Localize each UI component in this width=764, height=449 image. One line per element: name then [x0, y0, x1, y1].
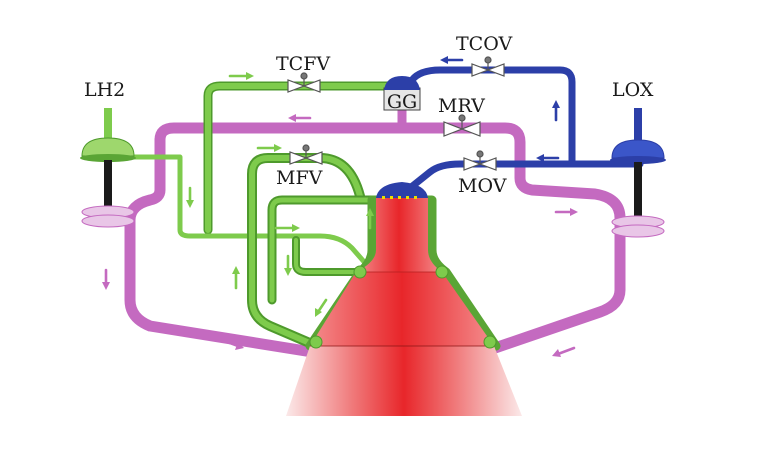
arrow-cool-right-bottom	[552, 346, 576, 357]
fuel-mfv-loop-inner	[249, 155, 363, 347]
lh2-pump-bottom	[81, 214, 135, 228]
component-labels: LH2 LOX TCFV TCOV MRV MFV MOV	[84, 33, 654, 197]
mov-label: MOV	[458, 175, 507, 197]
tcov-valve	[471, 56, 505, 77]
thrust-chamber	[286, 182, 522, 416]
lh2-tank-support	[104, 160, 112, 208]
fuel-lower-branch-inner	[294, 238, 360, 274]
coolant-left-loop	[124, 134, 318, 358]
arrow-cool-left-down	[102, 268, 110, 290]
oxidizer-main-line	[406, 160, 644, 192]
mfv-valve	[289, 144, 323, 165]
tcfv-valve	[287, 72, 321, 93]
mfv-label: MFV	[276, 167, 323, 189]
lh2-tank-stem	[104, 108, 112, 138]
arrow-fuel-diag	[315, 298, 328, 317]
combustion-chamber	[356, 198, 442, 272]
arrow-fuel-up-chamber	[366, 208, 374, 230]
gas-generator: GG	[383, 76, 421, 113]
arrow-fuel-down-inner	[284, 254, 292, 276]
lox-tank-support	[634, 162, 642, 216]
flow-arrows	[102, 56, 578, 357]
nozzle-bell	[310, 272, 494, 346]
fuel-tcfv-line-inner	[205, 83, 393, 233]
arrow-ox-tcov	[440, 56, 464, 64]
tcov-label: TCOV	[456, 33, 512, 55]
arrow-cool-left-bottom	[220, 338, 244, 350]
valves	[287, 56, 505, 171]
lox-tank-base	[610, 156, 666, 164]
fuel-manifold-node-right	[435, 265, 449, 279]
arrow-cool-right	[554, 208, 578, 216]
mrv-valve	[443, 114, 481, 137]
mrv-label: MRV	[438, 95, 485, 117]
arrow-fuel-mid	[274, 224, 300, 232]
lh2-tank-base	[80, 154, 136, 162]
fuel-lh2-feed	[122, 154, 369, 267]
lh2-tank	[80, 108, 136, 228]
gas-generator-dome	[384, 76, 420, 90]
injector-dome	[376, 182, 428, 198]
nozzle-cooling-jacket	[305, 195, 501, 351]
coolant-top-line	[154, 122, 626, 354]
gg-label: GG	[387, 91, 417, 113]
arrow-ox-main	[536, 154, 560, 162]
fuel-manifold-node-br	[483, 335, 497, 349]
arrow-ox-up	[552, 100, 560, 122]
lh2-label: LH2	[84, 79, 125, 101]
lox-label: LOX	[612, 79, 654, 101]
arrow-fuel-top	[228, 72, 254, 80]
arrow-cool-top	[288, 114, 312, 122]
lh2-tank-dome	[81, 137, 135, 157]
nozzle-extension	[286, 346, 522, 416]
oxidizer-lines	[406, 66, 644, 192]
fuel-inner-loop-inner	[269, 197, 381, 303]
arrow-fuel-mfv	[256, 144, 282, 152]
lox-pump-bottom	[611, 224, 665, 238]
lox-tank	[610, 108, 666, 238]
lox-tank-stem	[634, 108, 642, 140]
arrow-fuel-up-left	[232, 266, 240, 290]
arrow-fuel-down-left	[186, 186, 194, 208]
tcfv-label: TCFV	[276, 53, 330, 75]
mov-valve	[463, 150, 497, 171]
oxidizer-tcov-line	[408, 66, 576, 166]
fuel-lines	[122, 81, 395, 349]
injector-holes	[382, 196, 417, 199]
lox-tank-dome	[611, 139, 665, 159]
fuel-manifold-node-left	[353, 265, 367, 279]
fuel-manifold-node-bl	[309, 335, 323, 349]
